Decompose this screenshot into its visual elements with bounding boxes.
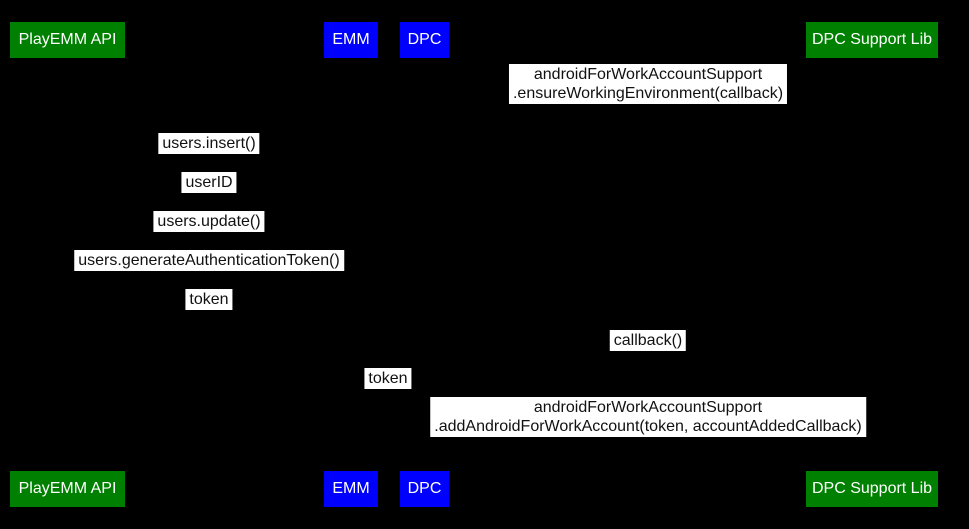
message-text-line: token	[189, 291, 229, 308]
actor-label: DPC	[407, 31, 442, 48]
actor-label: EMM	[332, 31, 370, 48]
message-text-line: userID	[185, 174, 233, 191]
message-text-line: users.update()	[157, 213, 261, 230]
actor-label: PlayEMM API	[18, 480, 117, 497]
actor-dpc-support-lib-bottom: DPC Support Lib	[806, 471, 938, 507]
actor-playemm-api-bottom: PlayEMM API	[10, 471, 125, 507]
message-text-line: .addAndroidForWorkAccount(token, account…	[434, 418, 862, 435]
actor-emm-top: EMM	[324, 22, 378, 58]
message-text-line: androidForWorkAccountSupport	[533, 399, 763, 416]
actor-label: DPC	[407, 480, 442, 497]
message-label-playemm-api-emm: token	[185, 289, 233, 310]
message-text-line: token	[368, 370, 408, 387]
message-label-playemm-api-emm: userID	[181, 172, 237, 193]
actor-dpc-support-lib-top: DPC Support Lib	[806, 22, 938, 58]
message-label-dpc-dpc-support-lib: androidForWorkAccountSupport .addAndroidF…	[430, 397, 866, 437]
actor-dpc-bottom: DPC	[400, 471, 449, 507]
message-label-emm-dpc: token	[364, 368, 412, 389]
actor-label: PlayEMM API	[18, 31, 117, 48]
actor-emm-bottom: EMM	[324, 471, 378, 507]
message-label-playemm-api-emm: users.update()	[153, 211, 265, 232]
message-text-line: callback()	[613, 332, 683, 349]
message-label-dpc-dpc-support-lib: callback()	[609, 330, 687, 351]
actor-label: EMM	[332, 480, 370, 497]
message-text-line: users.generateAuthenticationToken()	[78, 252, 340, 269]
message-text-line: users.insert()	[162, 135, 256, 152]
message-label-playemm-api-emm: users.insert()	[158, 133, 260, 154]
actor-playemm-api-top: PlayEMM API	[10, 22, 125, 58]
actor-dpc-top: DPC	[400, 22, 449, 58]
message-label-dpc-dpc-support-lib: androidForWorkAccountSupport .ensureWorki…	[508, 64, 788, 104]
message-text-line: androidForWorkAccountSupport	[533, 66, 763, 83]
actor-label: DPC Support Lib	[811, 31, 933, 48]
message-label-playemm-api-emm: users.generateAuthenticationToken()	[74, 250, 344, 271]
message-text-line: .ensureWorkingEnvironment(callback)	[512, 85, 784, 102]
actor-label: DPC Support Lib	[811, 480, 933, 497]
